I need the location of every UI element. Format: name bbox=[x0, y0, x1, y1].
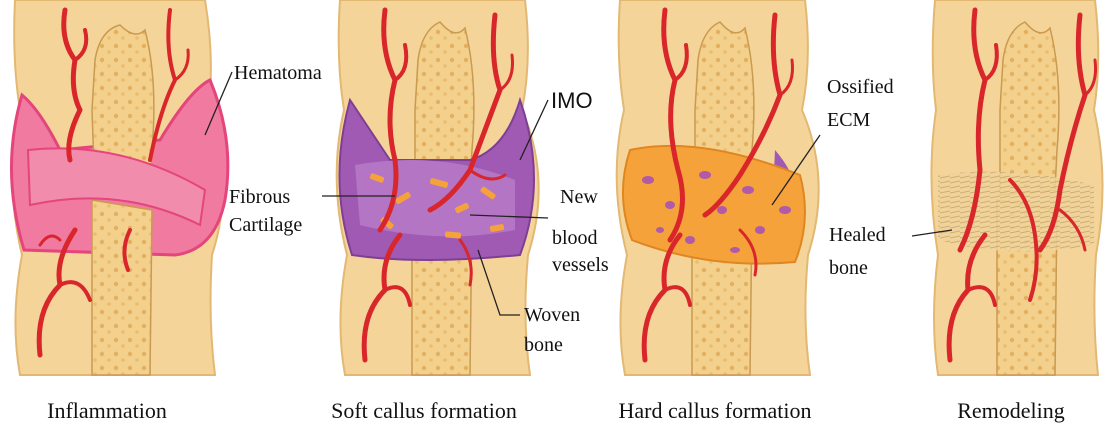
label-healed-bone: bone bbox=[829, 257, 868, 279]
panel-inflammation bbox=[11, 0, 232, 375]
label-ecm: ECM bbox=[827, 109, 871, 131]
stage-captions: Inflammation Soft callus formation Hard … bbox=[47, 398, 1065, 423]
label-fibrous: Fibrous bbox=[229, 186, 290, 208]
caption-soft-callus: Soft callus formation bbox=[331, 398, 517, 423]
panel-remodeling bbox=[912, 0, 1103, 375]
label-imo: IMO bbox=[551, 88, 593, 113]
label-ossified: Ossified bbox=[827, 76, 894, 98]
label-woven: Woven bbox=[524, 304, 580, 326]
label-woven-bone: bone bbox=[524, 334, 563, 356]
label-healed: Healed bbox=[829, 224, 886, 246]
label-new: New bbox=[560, 186, 598, 208]
label-blood: blood bbox=[552, 227, 598, 249]
panel-hard-callus bbox=[617, 0, 820, 375]
caption-hard-callus: Hard callus formation bbox=[618, 398, 811, 423]
caption-remodeling: Remodeling bbox=[957, 398, 1065, 423]
lower-bone bbox=[92, 200, 152, 375]
label-hematoma: Hematoma bbox=[234, 62, 322, 84]
upper-bone-fragment bbox=[1000, 22, 1059, 195]
caption-inflammation: Inflammation bbox=[47, 398, 167, 423]
label-vessels: vessels bbox=[552, 254, 609, 276]
label-cartilage: Cartilage bbox=[229, 214, 302, 236]
panel-soft-callus bbox=[322, 0, 548, 375]
